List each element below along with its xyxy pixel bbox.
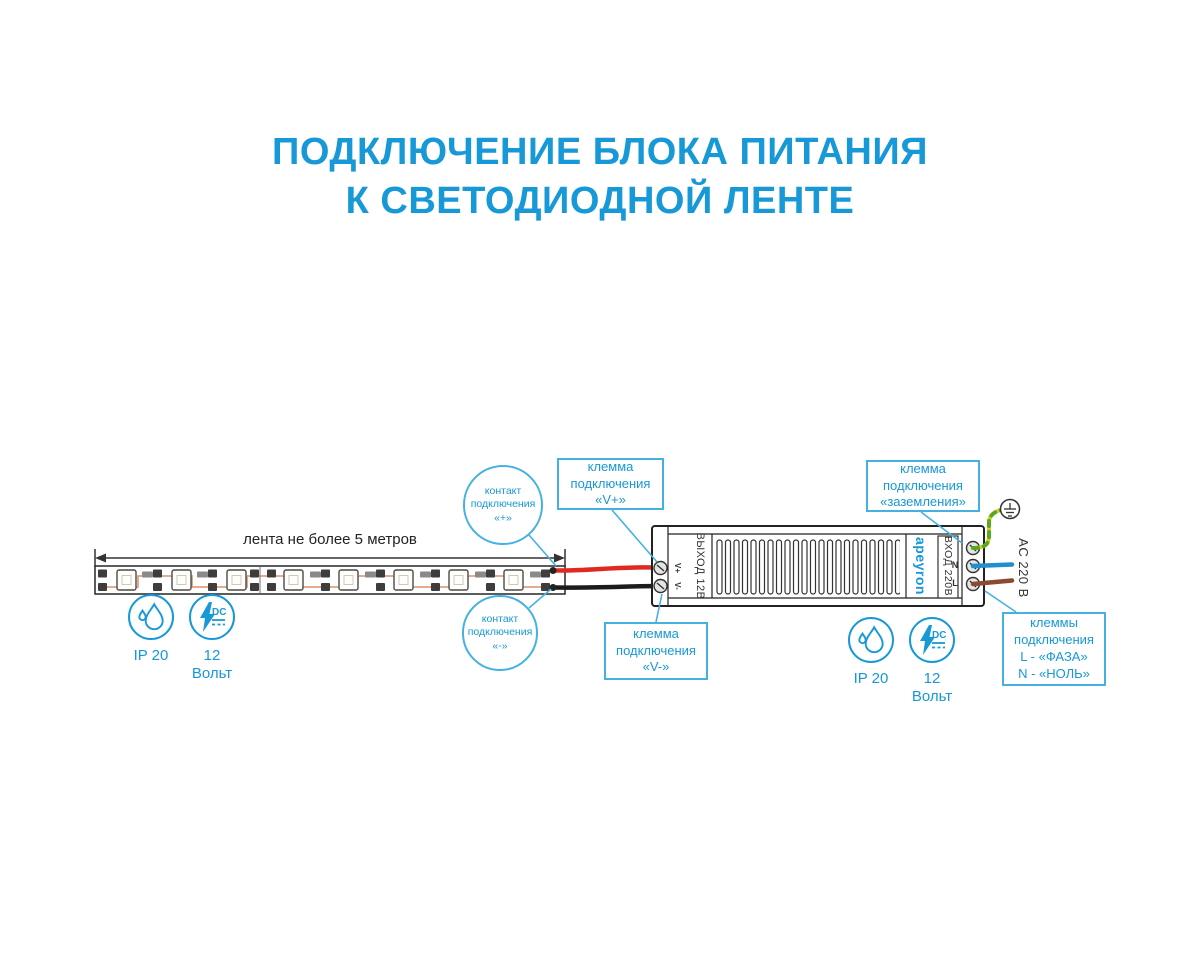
psu-terminal-vplus-label: V+ bbox=[673, 562, 683, 573]
strip-ip-label: IP 20 bbox=[133, 647, 169, 664]
wire-phase-brown bbox=[970, 578, 1015, 587]
psu-terminal-l-label: L bbox=[952, 578, 958, 588]
strip-led-chips bbox=[121, 575, 519, 585]
strip-solder-pads bbox=[98, 569, 550, 591]
solder-point-minus bbox=[549, 584, 557, 591]
power-supply bbox=[651, 525, 985, 607]
callout-contact-plus: контакт подключения «+» bbox=[463, 465, 543, 545]
input-label-box bbox=[937, 535, 959, 599]
callout-terminal-ground: клемма подключения «заземления» bbox=[866, 460, 980, 512]
callout-contact-minus: контакт подключения «-» bbox=[462, 595, 538, 671]
callout-terminals-ln: клеммы подключения L - «ФАЗА» N - «НОЛЬ» bbox=[1002, 612, 1106, 686]
wire-neutral-blue bbox=[970, 562, 1015, 569]
ac-wires bbox=[970, 508, 1015, 587]
title-line-2: К СВЕТОДИОДНОЙ ЛЕНТЕ bbox=[345, 180, 855, 223]
strip-voltage-badge: DC 12 Вольт bbox=[180, 594, 244, 683]
output-terminals bbox=[653, 560, 668, 594]
psu-brand-logo: apeyron bbox=[913, 537, 929, 595]
leader-lines bbox=[528, 509, 1017, 623]
strip-voltage-label: 12 Вольт bbox=[192, 647, 232, 683]
psu-ip-badge: IP 20 bbox=[839, 617, 903, 688]
ac-voltage-label: AC 220 В bbox=[1016, 538, 1032, 598]
vent-slots bbox=[716, 539, 900, 596]
page-title: ПОДКЛЮЧЕНИЕ БЛОКА ПИТАНИЯ К СВЕТОДИОДНОЙ… bbox=[0, 128, 1200, 227]
dc-text: DC bbox=[932, 630, 946, 641]
dimension-arrows bbox=[94, 549, 566, 567]
strip-length-label: лента не более 5 метров bbox=[243, 531, 417, 548]
strip-resistors bbox=[142, 571, 541, 578]
psu-terminal-n-label: N bbox=[951, 560, 959, 570]
psu-ip-label: IP 20 bbox=[853, 670, 889, 687]
dc-voltage-icon: DC bbox=[909, 617, 955, 663]
dc-voltage-icon: DC bbox=[189, 594, 235, 640]
dc-text: DC bbox=[212, 607, 226, 618]
dc-connection-wires bbox=[549, 565, 657, 591]
water-drop-icon bbox=[848, 617, 894, 663]
ground-symbol-icon bbox=[999, 498, 1021, 520]
led-strip bbox=[94, 565, 566, 595]
water-drop-icon bbox=[128, 594, 174, 640]
strip-voltage-value: 12 bbox=[203, 647, 221, 664]
callout-terminal-vplus: клемма подключения «V+» bbox=[557, 458, 664, 510]
callout-terminal-vminus: клемма подключения «V-» bbox=[604, 622, 708, 680]
title-line-1: ПОДКЛЮЧЕНИЕ БЛОКА ПИТАНИЯ bbox=[272, 131, 928, 173]
psu-voltage-unit: Вольт bbox=[911, 688, 953, 705]
psu-terminal-vminus-label: V- bbox=[673, 582, 683, 590]
wire-positive-red bbox=[550, 565, 657, 573]
solder-point-plus bbox=[549, 567, 557, 574]
wire-negative-black bbox=[550, 583, 657, 590]
psu-output-label: ВЫХОД 12В bbox=[694, 532, 706, 600]
psu-voltage-badge: DC 12 Вольт bbox=[900, 617, 964, 706]
strip-ip-badge: IP 20 bbox=[119, 594, 183, 665]
psu-voltage-label: 12 Вольт bbox=[912, 670, 952, 706]
wire-ground-green-stripe bbox=[971, 508, 1003, 550]
psu-voltage-value: 12 bbox=[923, 670, 941, 687]
strip-voltage-unit: Вольт bbox=[191, 665, 233, 682]
